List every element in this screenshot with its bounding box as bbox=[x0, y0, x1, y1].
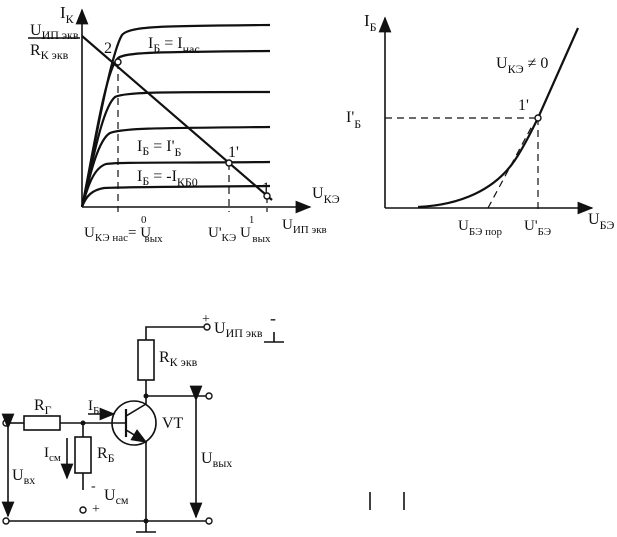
collector-resistor bbox=[137, 339, 155, 381]
operating-point-1 bbox=[263, 192, 271, 200]
input-y-marker-ib-prime: I'Б bbox=[346, 109, 361, 131]
bias-terminal bbox=[79, 506, 87, 514]
point-1-prime-label: 1' bbox=[228, 144, 239, 161]
x-label-u-supply: UИП экв bbox=[282, 217, 327, 236]
supply-wire bbox=[145, 326, 204, 340]
output-terminal-top bbox=[205, 392, 213, 400]
ucm-minus: - bbox=[91, 479, 96, 494]
y-intercept-denominator: RК экв bbox=[30, 42, 69, 62]
output-characteristics-chart: IК UКЭ UИП экв RК экв 2 1' 1 bbox=[28, 3, 340, 245]
point-2-label: 2 bbox=[104, 40, 112, 57]
output-curve-2 bbox=[80, 49, 271, 208]
input-terminal-bottom bbox=[2, 517, 10, 525]
icm-label: Iсм bbox=[44, 445, 61, 464]
ground-node bbox=[143, 518, 149, 524]
threshold-tangent bbox=[487, 125, 533, 209]
input-characteristic-chart: IБ UБЭ UКЭ ≠ 0 1' I'Б UБЭ пор U'БЭ bbox=[346, 11, 614, 238]
uvx-label: Uвх bbox=[12, 467, 35, 487]
input-point-label: 1' bbox=[518, 97, 529, 114]
input-terminal-top bbox=[2, 419, 10, 427]
output-y-axis-label: IК bbox=[60, 3, 75, 26]
input-x-marker-ube-prime: U'БЭ bbox=[524, 218, 551, 238]
input-y-axis-label: IБ bbox=[364, 11, 377, 34]
input-curve-label: UКЭ ≠ 0 bbox=[496, 55, 548, 76]
ucm-label: Uсм bbox=[104, 487, 129, 507]
input-x-marker-threshold: UБЭ пор bbox=[458, 218, 503, 238]
transistor-collector-lead bbox=[125, 403, 147, 417]
point-1-label: 1 bbox=[262, 180, 270, 197]
uvyx-label: Uвых bbox=[201, 450, 232, 470]
source-resistor bbox=[23, 415, 61, 431]
input-point-1-prime bbox=[534, 114, 542, 122]
label-ib-saturation: IБ = Iнас bbox=[148, 35, 200, 56]
source-resistor-label: RГ bbox=[34, 397, 52, 417]
ib-label: IБ bbox=[88, 398, 99, 417]
supply-label: UИП экв bbox=[214, 320, 263, 340]
transistor-emitter-lead bbox=[125, 429, 148, 443]
output-curve-4 bbox=[80, 125, 271, 208]
supply-plus: + bbox=[202, 312, 210, 327]
bias-resistor bbox=[74, 436, 92, 474]
output-curve-ib-negative bbox=[80, 184, 271, 208]
label-ib-prime: IБ = I'Б bbox=[137, 138, 181, 159]
output-x-axis-label: UКЭ bbox=[312, 185, 340, 206]
operating-point-2 bbox=[114, 58, 122, 66]
input-curve bbox=[417, 27, 580, 209]
load-line bbox=[81, 35, 273, 201]
ucm-plus: + bbox=[92, 502, 100, 517]
amplifier-circuit: + UИП экв - RК экв VT IБ bbox=[1, 308, 284, 533]
label-ib-negative-icb0: IБ = -IКБ0 bbox=[137, 168, 198, 189]
input-x-axis-label: UБЭ bbox=[588, 211, 614, 232]
operating-point-1-prime bbox=[225, 159, 233, 167]
output-terminal-bottom bbox=[205, 517, 213, 525]
supply-minus: - bbox=[270, 308, 276, 328]
collector-resistor-label: RК экв bbox=[159, 349, 198, 369]
bias-resistor-label: RБ bbox=[97, 445, 115, 465]
transistor-label: VT bbox=[162, 415, 184, 432]
output-curve-ib-prime bbox=[80, 160, 271, 208]
output-curve-3 bbox=[80, 90, 271, 208]
